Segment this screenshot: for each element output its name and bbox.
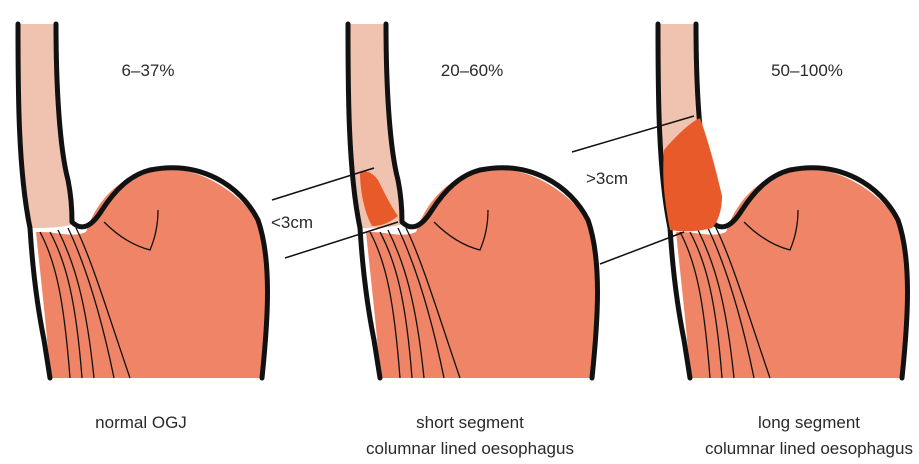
prevalence-label-short: 20–60% [441, 62, 503, 79]
measure-label-long: >3cm [586, 170, 628, 187]
prevalence-label-long: 50–100% [771, 62, 843, 79]
caption-short-line1: short segment [366, 410, 574, 436]
measure-label-short: <3cm [271, 214, 313, 231]
caption-normal: normal OGJ [95, 410, 187, 436]
caption-long-line2: columnar lined oesophagus [705, 436, 913, 462]
caption-short: short segment columnar lined oesophagus [366, 410, 574, 462]
caption-normal-line1: normal OGJ [95, 410, 187, 436]
prevalence-label-normal: 6–37% [122, 62, 175, 79]
caption-short-line2: columnar lined oesophagus [366, 436, 574, 462]
caption-long: long segment columnar lined oesophagus [705, 410, 913, 462]
caption-long-line1: long segment [705, 410, 913, 436]
